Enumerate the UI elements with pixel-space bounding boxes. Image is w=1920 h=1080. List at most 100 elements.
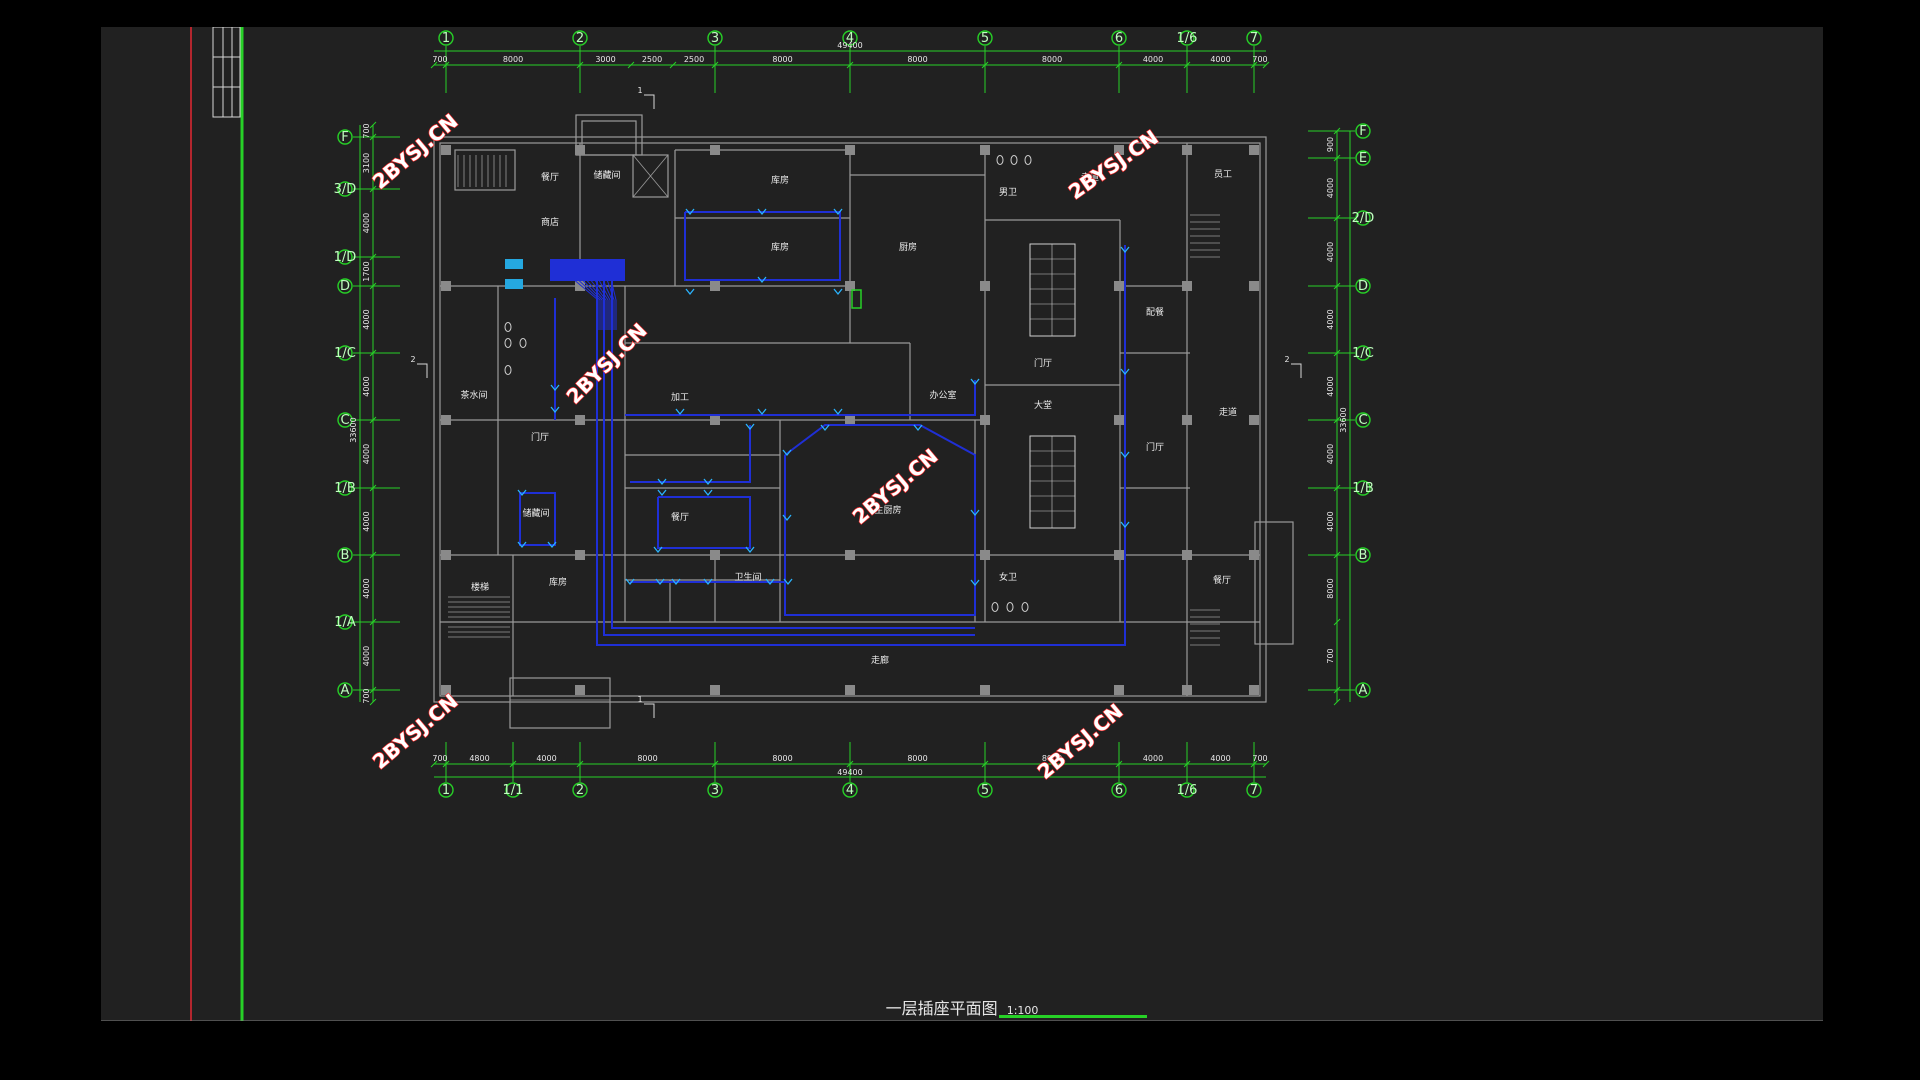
grid-bubble-circle — [707, 30, 723, 46]
distribution-box-green — [851, 289, 862, 309]
dim-right-total-label: 33600 — [1339, 407, 1348, 432]
grid-bubble-circle — [505, 782, 521, 798]
wall-box — [454, 149, 516, 191]
fixtures — [504, 155, 1076, 612]
structural-column — [1114, 550, 1124, 560]
grid-bubble-label: 1/D — [334, 250, 357, 265]
grid-bubble-bottom-3: 3 — [707, 782, 723, 798]
circuit-run — [657, 496, 751, 549]
dim-left-tick — [369, 349, 377, 357]
structural-column — [1249, 415, 1259, 425]
structural-column — [1249, 145, 1259, 155]
dim-bottom-label: 8000 — [907, 754, 927, 763]
grid-bubble-circle — [1246, 30, 1262, 46]
dim-bottom-tick — [1262, 760, 1270, 768]
grid-bubble-label: 6 — [1115, 31, 1123, 46]
room-label: 餐厅 — [1213, 574, 1231, 586]
grid-bubble-bottom-2: 2 — [572, 782, 588, 798]
dim-right-label: 4000 — [1326, 309, 1335, 329]
grid-bubble-circle — [572, 782, 588, 798]
dim-right-label: 4000 — [1326, 376, 1335, 396]
dim-left-label: 4000 — [362, 578, 371, 598]
structural-column — [710, 145, 720, 155]
grid-bubble-circle — [977, 782, 993, 798]
dim-top-tick — [627, 61, 635, 69]
walls — [433, 114, 1294, 729]
grid-bubble-label: 1/6 — [1177, 783, 1198, 798]
structural-column — [1182, 685, 1192, 695]
grid-bubble-circle — [337, 249, 353, 265]
dim-top-total-label: 49400 — [837, 41, 862, 50]
grid-bubble-label: 5 — [981, 783, 989, 798]
wall-box — [632, 154, 669, 198]
socket-outlet-symbol — [1120, 451, 1130, 459]
socket-outlet-symbol — [550, 406, 560, 414]
title-block-stub — [212, 27, 241, 118]
room-label: 库房 — [771, 174, 789, 186]
socket-outlet-symbol — [970, 579, 980, 587]
grid-bubble-circle — [438, 782, 454, 798]
grid-bubble-circle — [1355, 278, 1371, 294]
structural-column — [845, 550, 855, 560]
structural-column — [980, 281, 990, 291]
grid-bubble-left-3: D — [337, 278, 353, 294]
drawing-title-text: 一层插座平面图 — [885, 999, 998, 1018]
cad-viewport[interactable]: 餐厅储藏间商店库房库房厨房走道男卫女卫员工配餐加工办公室主厨房储藏间大堂门厅门厅… — [101, 27, 1823, 1021]
socket-outlet-symbol — [833, 208, 843, 216]
section-mark-label: 2 — [1284, 355, 1289, 364]
dim-left-label: 1700 — [362, 261, 371, 281]
socket-outlet-symbol — [757, 208, 767, 216]
section-mark-label: 1 — [637, 86, 642, 95]
socket-circuits — [505, 211, 1126, 646]
wall-segment — [632, 154, 669, 198]
grid-bubble-label: 4 — [846, 31, 854, 46]
grid-bubble-bottom-8: 7 — [1246, 782, 1262, 798]
room-label: 配餐 — [1146, 306, 1164, 318]
dim-bottom-label: 4800 — [469, 754, 489, 763]
grid-bubble-circle — [1179, 782, 1195, 798]
socket-outlet-symbol — [517, 489, 527, 497]
dim-top-label: 8000 — [907, 55, 927, 64]
structural-column — [575, 685, 585, 695]
dim-top-tick — [442, 61, 450, 69]
grid-bubble-label: 1/C — [334, 346, 356, 361]
structural-column — [980, 685, 990, 695]
grid-bubble-label: 6 — [1115, 783, 1123, 798]
dim-right-label: 900 — [1326, 137, 1335, 152]
structural-column — [980, 550, 990, 560]
socket-outlet-symbol — [625, 578, 635, 586]
grid-bubble-circle — [1355, 150, 1371, 166]
grid-bubble-circle — [1111, 30, 1127, 46]
kitchen-counter — [1029, 243, 1076, 337]
grid-bubble-circle — [1355, 480, 1371, 496]
grid-bubble-right-7: B — [1355, 547, 1371, 563]
dim-bottom-label: 4000 — [1210, 754, 1230, 763]
grid-bubble-label: C — [1358, 413, 1367, 428]
socket-outlet-symbol — [970, 509, 980, 517]
circuit-run — [519, 492, 556, 546]
dim-right-label: 4000 — [1326, 178, 1335, 198]
grid-bubble-left-2: 1/D — [334, 249, 357, 265]
dim-bottom-label: 700 — [432, 754, 447, 763]
grid-bubble-label: 3 — [711, 31, 719, 46]
structural-column — [1182, 415, 1192, 425]
grid-bubble-left-7: B — [337, 547, 353, 563]
drawing-scale: 1:100 — [1006, 1004, 1039, 1017]
circuit-run — [684, 211, 841, 281]
floor-plan-drawing: 餐厅储藏间商店库房库房厨房走道男卫女卫员工配餐加工办公室主厨房储藏间大堂门厅门厅… — [101, 27, 1823, 1021]
dim-bottom-total-label: 49400 — [837, 768, 862, 777]
grid-bubble-circle — [1355, 682, 1371, 698]
grid-bubble-right-5: C — [1355, 412, 1371, 428]
structural-column — [1114, 145, 1124, 155]
grid-bubble-circle — [337, 412, 353, 428]
dim-bottom-tick — [1183, 760, 1191, 768]
grid-bubble-left-1: 3/D — [334, 181, 356, 197]
grid-bubble-label: 1/B — [1352, 481, 1374, 496]
circuit-run — [630, 425, 751, 483]
structural-column — [1182, 281, 1192, 291]
grid-bubble-bottom-1: 1/1 — [503, 782, 523, 798]
structural-column — [1182, 145, 1192, 155]
grid-bubble-bottom-4: 4 — [842, 782, 858, 798]
grid-bubble-right-0: F — [1355, 123, 1371, 139]
